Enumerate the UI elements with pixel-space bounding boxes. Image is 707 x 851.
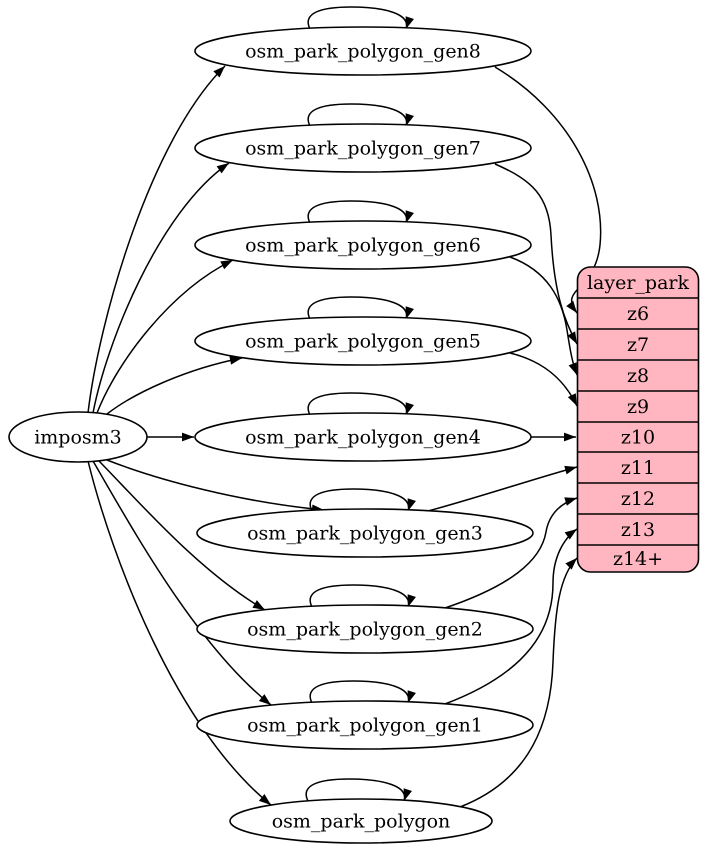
self-loop-edges: [305, 6, 416, 802]
imposm3-label: imposm3: [34, 427, 122, 449]
table-node-polygon: osm_park_polygon: [229, 798, 493, 844]
table-node-gen1: osm_park_polygon_gen1: [196, 700, 534, 750]
table-node-gen4: osm_park_polygon_gen4: [194, 412, 532, 462]
gen2-ellipse: [196, 604, 534, 654]
source-node-imposm3: imposm3: [8, 411, 148, 463]
gen3-label: osm_park_polygon_gen3: [247, 523, 483, 545]
edge-polygon-to-z14: [459, 557, 578, 808]
table-node-gen2: osm_park_polygon_gen2: [196, 604, 534, 654]
self-loop-gen2: [309, 584, 416, 608]
gen3-ellipse: [196, 508, 534, 558]
gen2-label: osm_park_polygon_gen2: [247, 619, 483, 641]
layer-park-row-z12: z12: [621, 488, 655, 510]
table-node-gen5: osm_park_polygon_gen5: [194, 316, 532, 366]
layer-park-row-z6: z6: [627, 303, 649, 325]
polygon-ellipse: [229, 798, 493, 844]
self-loop-gen1: [309, 680, 416, 704]
table-node-gen8: osm_park_polygon_gen8: [194, 26, 532, 76]
edges-from-source: [87, 65, 325, 806]
polygon-label: osm_park_polygon: [272, 811, 451, 833]
table-node-gen7: osm_park_polygon_gen7: [194, 123, 532, 173]
table-node-gen6: osm_park_polygon_gen6: [194, 220, 532, 270]
edge-imposm3-to-gen5: [106, 355, 243, 415]
edge-gen3-to-z11: [427, 465, 578, 512]
edge-imposm3-to-gen8: [87, 65, 226, 414]
gen5-ellipse: [194, 316, 532, 366]
self-loop-gen8: [307, 6, 414, 30]
edge-imposm3-to-gen1: [92, 460, 272, 706]
gen4-label: osm_park_polygon_gen4: [245, 427, 481, 449]
layer-park-row-z13: z13: [621, 519, 655, 541]
layer-park-row-z7: z7: [627, 334, 649, 356]
gen8-ellipse: [194, 26, 532, 76]
gen6-label: osm_park_polygon_gen6: [245, 235, 481, 257]
edge-gen8-to-z6: [494, 66, 602, 314]
gen6-ellipse: [194, 220, 532, 270]
edge-imposm3-to-gen7: [92, 162, 230, 414]
gen8-label: osm_park_polygon_gen8: [245, 41, 481, 63]
gen1-label: osm_park_polygon_gen1: [247, 715, 483, 737]
gen7-ellipse: [194, 123, 532, 173]
layer-park-box: [576, 266, 700, 573]
edge-imposm3-to-polygon: [87, 460, 272, 806]
edge-imposm3-to-gen3: [106, 459, 325, 514]
imposm3-ellipse: [8, 411, 148, 463]
gen5-label: osm_park_polygon_gen5: [245, 331, 481, 353]
table-node-gen3: osm_park_polygon_gen3: [196, 508, 534, 558]
edge-gen6-to-z8: [509, 256, 578, 376]
self-loop-gen3: [309, 488, 416, 512]
edges-to-layer: [427, 66, 602, 808]
gen7-label: osm_park_polygon_gen7: [245, 138, 481, 160]
layer-park-row-z14: z14+: [613, 548, 663, 570]
layer-park-row-z10: z10: [621, 427, 655, 449]
edge-gen7-to-z7: [494, 163, 578, 345]
edge-imposm3-to-gen2: [98, 460, 266, 611]
layer-park-node: layer_park z6 z7 z8 z9 z10 z11 z12 z13 z…: [576, 266, 700, 573]
edge-gen1-to-z13: [444, 528, 578, 705]
self-loop-gen7: [307, 103, 414, 127]
layer-park-row-z11: z11: [621, 457, 655, 479]
layer-park-title: layer_park: [587, 272, 690, 294]
edge-imposm3-to-gen6: [96, 259, 234, 414]
gen1-ellipse: [196, 700, 534, 750]
self-loop-gen5: [307, 296, 414, 320]
self-loop-gen6: [307, 200, 414, 224]
self-loop-gen4: [307, 392, 414, 416]
edge-gen2-to-z12: [444, 497, 578, 609]
gen4-ellipse: [194, 412, 532, 462]
layer-park-row-z9: z9: [627, 396, 649, 418]
edge-gen5-to-z9: [509, 352, 578, 407]
layer-park-row-z8: z8: [627, 365, 649, 387]
self-loop-polygon: [305, 778, 412, 802]
